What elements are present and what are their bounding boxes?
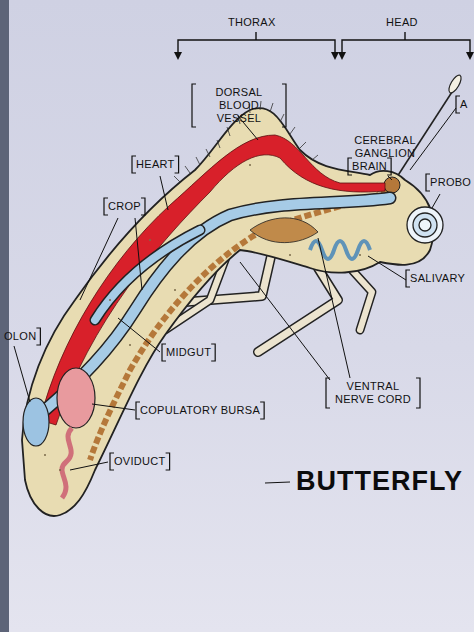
oviduct [62, 428, 72, 498]
leader-line [14, 108, 456, 483]
part-label: CEREBRAL GANGLION [344, 134, 426, 160]
label-bracket [406, 270, 410, 287]
label-bracket [132, 156, 136, 173]
label-bracket [282, 84, 286, 127]
label-bracket [192, 84, 196, 127]
colon [23, 398, 49, 446]
antenna-club [447, 73, 464, 94]
part-label: OLON [4, 330, 36, 343]
page-edge [0, 0, 9, 632]
part-label: CROP [108, 200, 141, 213]
label-bracket [104, 198, 108, 215]
part-label: COPULATORY BURSA [140, 404, 260, 417]
part-label: SALIVARY [410, 272, 465, 285]
part-label: A [460, 98, 468, 111]
part-label: PROBO [430, 176, 471, 189]
part-label: VENTRAL NERVE CORD [330, 380, 416, 406]
label-bracket [36, 328, 40, 345]
arrow-head [174, 52, 474, 60]
part-label: MIDGUT [166, 346, 211, 359]
label-bracket [416, 378, 420, 408]
label-bracket [211, 344, 215, 361]
part-label: HEART [136, 158, 175, 171]
body-outline [22, 108, 434, 516]
label-bracket [162, 344, 166, 361]
label-bracket [326, 378, 330, 408]
label-bracket [136, 402, 140, 419]
label-bracket [166, 453, 170, 470]
gut [45, 198, 390, 410]
diagram-title: BUTTERFLY [296, 466, 463, 497]
region-brace [178, 32, 470, 56]
part-label: THORAX [228, 16, 276, 29]
label-bracket [110, 453, 114, 470]
texture-dot [44, 164, 361, 471]
label-bracket [348, 158, 352, 175]
label-bracket [260, 402, 264, 419]
label-bracket [175, 156, 179, 173]
label-bracket [426, 174, 430, 191]
label-bracket [456, 96, 460, 113]
proboscis [407, 207, 443, 243]
part-label: BRAIN [352, 160, 387, 173]
label-bracket [387, 158, 391, 175]
label-bracket [141, 198, 145, 215]
part-label: HEAD [386, 16, 418, 29]
part-label: DORSAL BLOOD VESSEL [196, 86, 282, 125]
part-label: OVIDUCT [114, 455, 166, 468]
copulatory-bursa [57, 368, 95, 428]
